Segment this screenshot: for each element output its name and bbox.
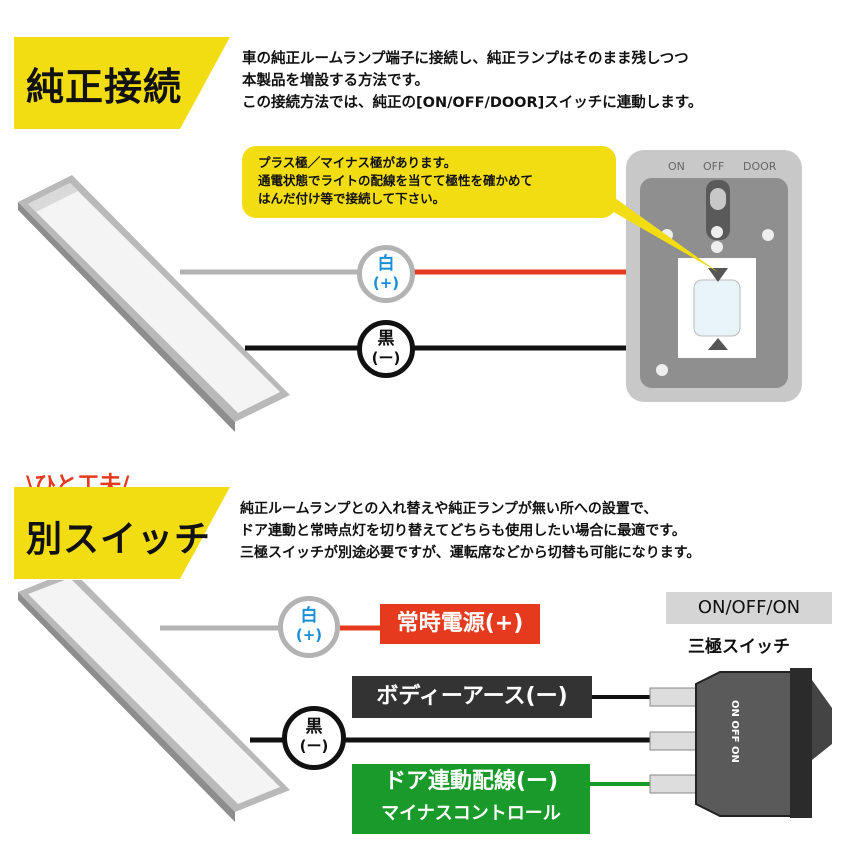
led-bar-1	[18, 175, 290, 432]
section1-line-2: 本製品を増設する方法です。	[242, 73, 430, 89]
diagram1	[18, 150, 802, 432]
callout-line-1: プラス極／マイナス極があります。	[258, 155, 457, 170]
section2-description: 純正ルームランプとの入れ替えや純正ランプが無い所への設置で、 ドア連動と常時点灯…	[240, 498, 700, 564]
rocker-switch	[649, 668, 832, 818]
section2-line-2: ドア連動と常時点灯を切り替えてどちらも使用したい場合に最適です。	[240, 523, 686, 539]
constant-power-label: 常時電源(+)	[380, 604, 540, 644]
black-wire-marker: 黒 (ー)	[357, 320, 415, 378]
door-wire-line-2: マイナスコントロール	[381, 803, 561, 824]
callout-line-3: はんだ付け等で接続して下さい。	[258, 191, 446, 206]
white-sign-2: (+)	[295, 626, 323, 644]
white-char: 白	[377, 254, 395, 274]
callout-pointer	[590, 180, 718, 272]
black-char-2: 黒	[305, 717, 323, 737]
section1-description: 車の純正ルームランプ端子に接続し、純正ランプはそのまま残しつつ 本製品を増設する…	[242, 48, 702, 114]
black-sign: (ー)	[371, 349, 401, 367]
white-sign: (+)	[372, 274, 400, 292]
door-wire-label: ドア連動配線(ー) マイナスコントロール	[352, 764, 590, 834]
black-sign-2: (ー)	[299, 737, 329, 755]
door-wire-line-1: ドア連動配線(ー)	[383, 769, 559, 794]
switch-label-off: OFF	[703, 160, 725, 173]
section1-line-3: この接続方法では、純正の[ON/OFF/DOOR]スイッチに連動します。	[242, 95, 703, 111]
rocker-caption: 三極スイッチ	[688, 637, 790, 657]
white-wire-marker: 白 (+)	[357, 245, 415, 303]
switch-label-on: ON	[668, 160, 685, 173]
room-lamp-switch	[626, 150, 802, 402]
white-char-2: 白	[300, 606, 318, 626]
section1-title: 純正接続	[26, 65, 183, 109]
rocker-header: ON/OFF/ON	[666, 592, 832, 624]
section1-text-panel	[180, 37, 834, 129]
black-wire-marker-2: 黒 (ー)	[282, 706, 346, 770]
section2-text-panel	[180, 487, 834, 579]
section2-title: 別スイッチ	[26, 519, 212, 560]
callout-line-2: 通電状態でライトの配線を当てて極性を確かめて	[258, 173, 534, 188]
polarity-callout: プラス極／マイナス極があります。 通電状態でライトの配線を当てて極性を確かめて …	[242, 146, 616, 218]
section2-line-1: 純正ルームランプとの入れ替えや純正ランプが無い所への設置で、	[240, 501, 658, 517]
switch-label-door: DOOR	[743, 160, 777, 173]
rocker-side-text: ON OFF ON	[729, 700, 740, 763]
diagram2	[18, 580, 832, 822]
white-wire-marker-2: 白 (+)	[278, 596, 340, 658]
black-char: 黒	[377, 329, 395, 349]
section1-line-1: 車の純正ルームランプ端子に接続し、純正ランプはそのまま残しつつ	[242, 51, 689, 67]
led-bar-2	[18, 580, 290, 822]
body-earth-label: ボディーアース(ー)	[352, 676, 592, 718]
section2-line-3: 三極スイッチが別途必要ですが、運転席などから切替も可能になります。	[240, 545, 701, 561]
